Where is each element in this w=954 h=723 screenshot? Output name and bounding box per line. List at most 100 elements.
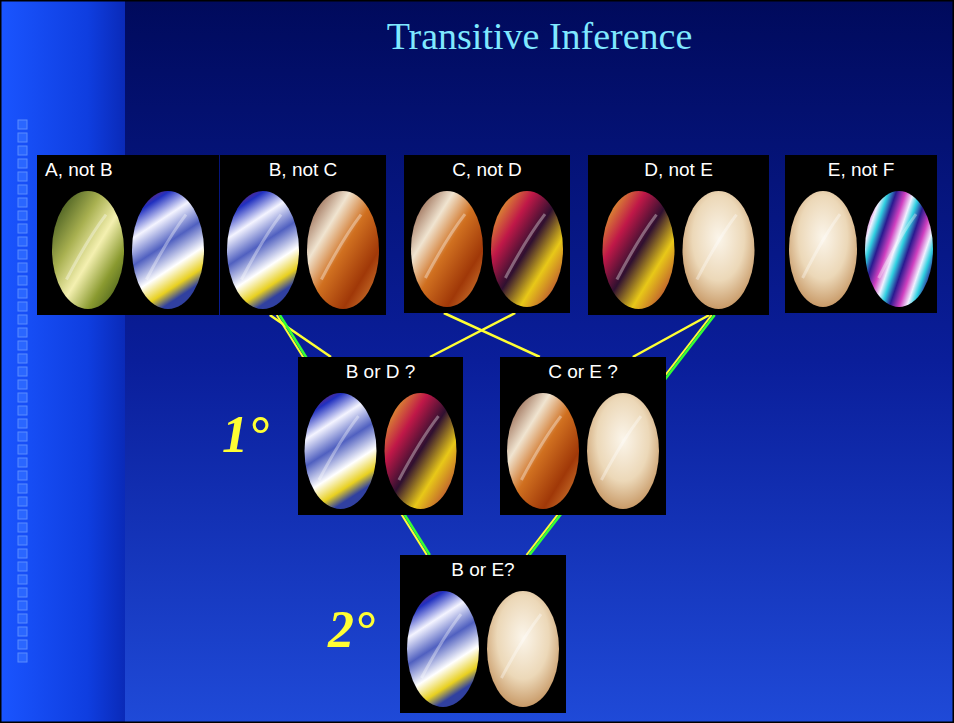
fractal-oval bbox=[227, 191, 299, 309]
bar-square bbox=[18, 276, 27, 285]
panel-label: B, not C bbox=[220, 155, 386, 181]
fractal-swirl bbox=[421, 614, 461, 678]
bar-square bbox=[18, 484, 27, 493]
bar-square bbox=[18, 315, 27, 324]
bar-square bbox=[18, 432, 27, 441]
bar-square bbox=[18, 575, 27, 584]
fractal-swirl bbox=[803, 214, 840, 278]
fractal-oval bbox=[603, 191, 675, 309]
inference-line bbox=[430, 313, 515, 357]
bar-square bbox=[18, 250, 27, 259]
bar-square bbox=[18, 133, 27, 142]
fractal-swirl bbox=[601, 416, 641, 480]
fractal-swirl bbox=[319, 416, 359, 480]
fractal-oval bbox=[411, 191, 483, 307]
fractal-swirl bbox=[501, 614, 541, 678]
order-label: 2° bbox=[328, 600, 375, 659]
bar-square bbox=[18, 120, 27, 129]
panel-label: E, not F bbox=[785, 155, 937, 181]
fractal-oval bbox=[305, 393, 377, 509]
stimulus-panel: E, not F bbox=[785, 155, 937, 313]
fractal-oval bbox=[307, 191, 379, 309]
bar-square bbox=[18, 224, 27, 233]
inference-line bbox=[270, 315, 331, 357]
bar-square bbox=[18, 237, 27, 246]
bar-square bbox=[18, 289, 27, 298]
fractal-oval bbox=[865, 191, 933, 307]
stimulus-panel: B or E? bbox=[400, 555, 566, 713]
fractal-oval bbox=[789, 191, 857, 307]
connector-shadow bbox=[441, 313, 537, 357]
stimulus-panel: A, not B bbox=[37, 155, 219, 315]
fractal-oval bbox=[52, 191, 124, 309]
bar-square bbox=[18, 341, 27, 350]
connector-shadow bbox=[630, 315, 706, 357]
bar-square bbox=[18, 172, 27, 181]
stimulus-panel: C, not D bbox=[404, 155, 570, 313]
bar-square bbox=[18, 380, 27, 389]
stimulus-panel: B or D ? bbox=[298, 357, 463, 515]
fractal-oval bbox=[407, 591, 479, 707]
bar-square bbox=[18, 471, 27, 480]
bar-square bbox=[18, 510, 27, 519]
bar-square bbox=[18, 640, 27, 649]
fractal-oval bbox=[491, 191, 563, 307]
panel-label: A, not B bbox=[37, 155, 219, 181]
bar-square bbox=[18, 614, 27, 623]
connector-shadow bbox=[427, 313, 512, 357]
bar-square bbox=[18, 536, 27, 545]
bar-square bbox=[18, 549, 27, 558]
bar-square bbox=[18, 497, 27, 506]
inference-line bbox=[444, 313, 540, 357]
stimulus-panel: C or E ? bbox=[500, 357, 666, 515]
bar-square bbox=[18, 393, 27, 402]
fractal-swirl bbox=[617, 215, 657, 280]
fractal-oval bbox=[385, 393, 457, 509]
bar-square bbox=[18, 601, 27, 610]
panel-label: B or E? bbox=[400, 555, 566, 581]
bar-square bbox=[18, 367, 27, 376]
bar-square bbox=[18, 562, 27, 571]
panel-label: C, not D bbox=[404, 155, 570, 181]
fractal-swirl bbox=[425, 214, 465, 278]
fractal-swirl bbox=[66, 215, 106, 280]
fractal-oval bbox=[683, 191, 755, 309]
bar-square bbox=[18, 406, 27, 415]
fractal-swirl bbox=[146, 215, 186, 280]
panel-label: B or D ? bbox=[298, 357, 463, 383]
fractal-swirl bbox=[241, 215, 281, 280]
fractal-swirl bbox=[505, 214, 545, 278]
stimulus-panel: B, not C bbox=[220, 155, 386, 315]
stimulus-panel: D, not E bbox=[588, 155, 769, 315]
connector-shadow bbox=[267, 315, 328, 357]
panel-label: C or E ? bbox=[500, 357, 666, 383]
order-label: 1° bbox=[222, 405, 269, 464]
fractal-oval bbox=[507, 393, 579, 509]
bar-square bbox=[18, 185, 27, 194]
bar-square bbox=[18, 354, 27, 363]
bar-square bbox=[18, 627, 27, 636]
bar-square bbox=[18, 653, 27, 662]
fractal-oval bbox=[132, 191, 204, 309]
bar-square bbox=[18, 211, 27, 220]
panel-label: D, not E bbox=[588, 155, 769, 181]
bar-square bbox=[18, 458, 27, 467]
bar-square bbox=[18, 159, 27, 168]
fractal-swirl bbox=[697, 215, 737, 280]
fractal-oval bbox=[487, 591, 559, 707]
bar-square bbox=[18, 263, 27, 272]
bar-square bbox=[18, 523, 27, 532]
bar-square bbox=[18, 146, 27, 155]
bar-square bbox=[18, 328, 27, 337]
bar-square bbox=[18, 302, 27, 311]
fractal-oval bbox=[587, 393, 659, 509]
fractal-swirl bbox=[321, 215, 361, 280]
slide-title: Transitive Inference bbox=[125, 14, 954, 58]
fractal-swirl bbox=[399, 416, 439, 480]
bar-square bbox=[18, 419, 27, 428]
fractal-swirl bbox=[521, 416, 561, 480]
fractal-swirl bbox=[879, 214, 916, 278]
bar-square bbox=[18, 588, 27, 597]
bar-square bbox=[18, 445, 27, 454]
inference-line bbox=[633, 315, 709, 357]
